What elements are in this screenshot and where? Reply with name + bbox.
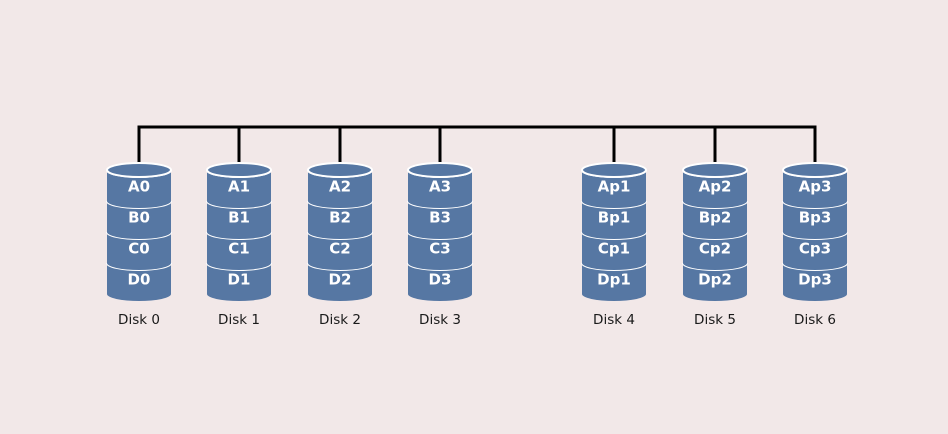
disk-segment bbox=[582, 232, 646, 270]
disk-top-cap bbox=[581, 162, 647, 178]
bus-connector bbox=[137, 125, 817, 170]
disk-name: Disk 5 bbox=[694, 312, 736, 328]
disk-top-cap bbox=[206, 162, 272, 178]
block-label: Cp3 bbox=[799, 240, 831, 258]
disk-segment bbox=[308, 201, 372, 239]
block-label: B3 bbox=[429, 209, 451, 227]
block-label: D2 bbox=[329, 271, 352, 289]
block-label: Dp1 bbox=[597, 271, 631, 289]
block-label: Bp3 bbox=[799, 209, 832, 227]
block-label: D0 bbox=[128, 271, 151, 289]
disk-segment bbox=[308, 170, 372, 208]
disk-name: Disk 0 bbox=[118, 312, 160, 328]
disk-name: Disk 3 bbox=[419, 312, 461, 328]
block-label: A3 bbox=[429, 178, 451, 196]
disk-segment bbox=[783, 232, 847, 270]
block-label: D3 bbox=[429, 271, 452, 289]
block-label: A2 bbox=[329, 178, 351, 196]
block-label: D1 bbox=[228, 271, 251, 289]
disk-top-cap bbox=[682, 162, 748, 178]
disk-segment bbox=[408, 232, 472, 270]
block-label: B0 bbox=[128, 209, 150, 227]
disk-segment bbox=[207, 201, 271, 239]
block-label: C1 bbox=[228, 240, 249, 258]
block-label: C0 bbox=[128, 240, 149, 258]
disk-segment bbox=[582, 170, 646, 208]
disk-segment bbox=[207, 170, 271, 208]
block-label: B1 bbox=[228, 209, 250, 227]
disk-top-cap bbox=[307, 162, 373, 178]
disk-segment bbox=[783, 201, 847, 239]
block-label: B2 bbox=[329, 209, 351, 227]
disk-segment bbox=[408, 201, 472, 239]
disk-segment bbox=[683, 201, 747, 239]
disk-segment bbox=[683, 263, 747, 301]
disk-segment bbox=[207, 263, 271, 301]
disk-segment bbox=[683, 170, 747, 208]
disk-segment bbox=[107, 201, 171, 239]
disk-top-cap bbox=[407, 162, 473, 178]
disk-segment bbox=[207, 232, 271, 270]
block-label: C3 bbox=[429, 240, 450, 258]
disk-segment bbox=[107, 232, 171, 270]
disk-name: Disk 4 bbox=[593, 312, 635, 328]
disk-top-cap bbox=[106, 162, 172, 178]
disk-segment bbox=[683, 232, 747, 270]
disk-segment bbox=[308, 232, 372, 270]
disk-segment bbox=[783, 170, 847, 208]
disk-segment bbox=[582, 263, 646, 301]
block-label: Cp1 bbox=[598, 240, 630, 258]
disk-name: Disk 6 bbox=[794, 312, 836, 328]
block-label: Dp2 bbox=[698, 271, 732, 289]
block-label: Ap2 bbox=[699, 178, 732, 196]
block-label: Cp2 bbox=[699, 240, 731, 258]
disk-name: Disk 1 bbox=[218, 312, 260, 328]
block-label: Bp1 bbox=[598, 209, 631, 227]
disk-top-cap bbox=[782, 162, 848, 178]
disk-segment bbox=[308, 263, 372, 301]
block-label: A1 bbox=[228, 178, 250, 196]
block-label: A0 bbox=[128, 178, 150, 196]
block-label: Ap1 bbox=[598, 178, 631, 196]
block-label: Dp3 bbox=[798, 271, 832, 289]
block-label: C2 bbox=[329, 240, 350, 258]
disk-segment bbox=[107, 263, 171, 301]
disk-segment bbox=[408, 263, 472, 301]
block-label: Bp2 bbox=[699, 209, 732, 227]
disk-segment bbox=[582, 201, 646, 239]
disk-segment bbox=[783, 263, 847, 301]
disk-segment bbox=[408, 170, 472, 208]
block-label: Ap3 bbox=[799, 178, 832, 196]
disk-name: Disk 2 bbox=[319, 312, 361, 328]
disk-segment bbox=[107, 170, 171, 208]
